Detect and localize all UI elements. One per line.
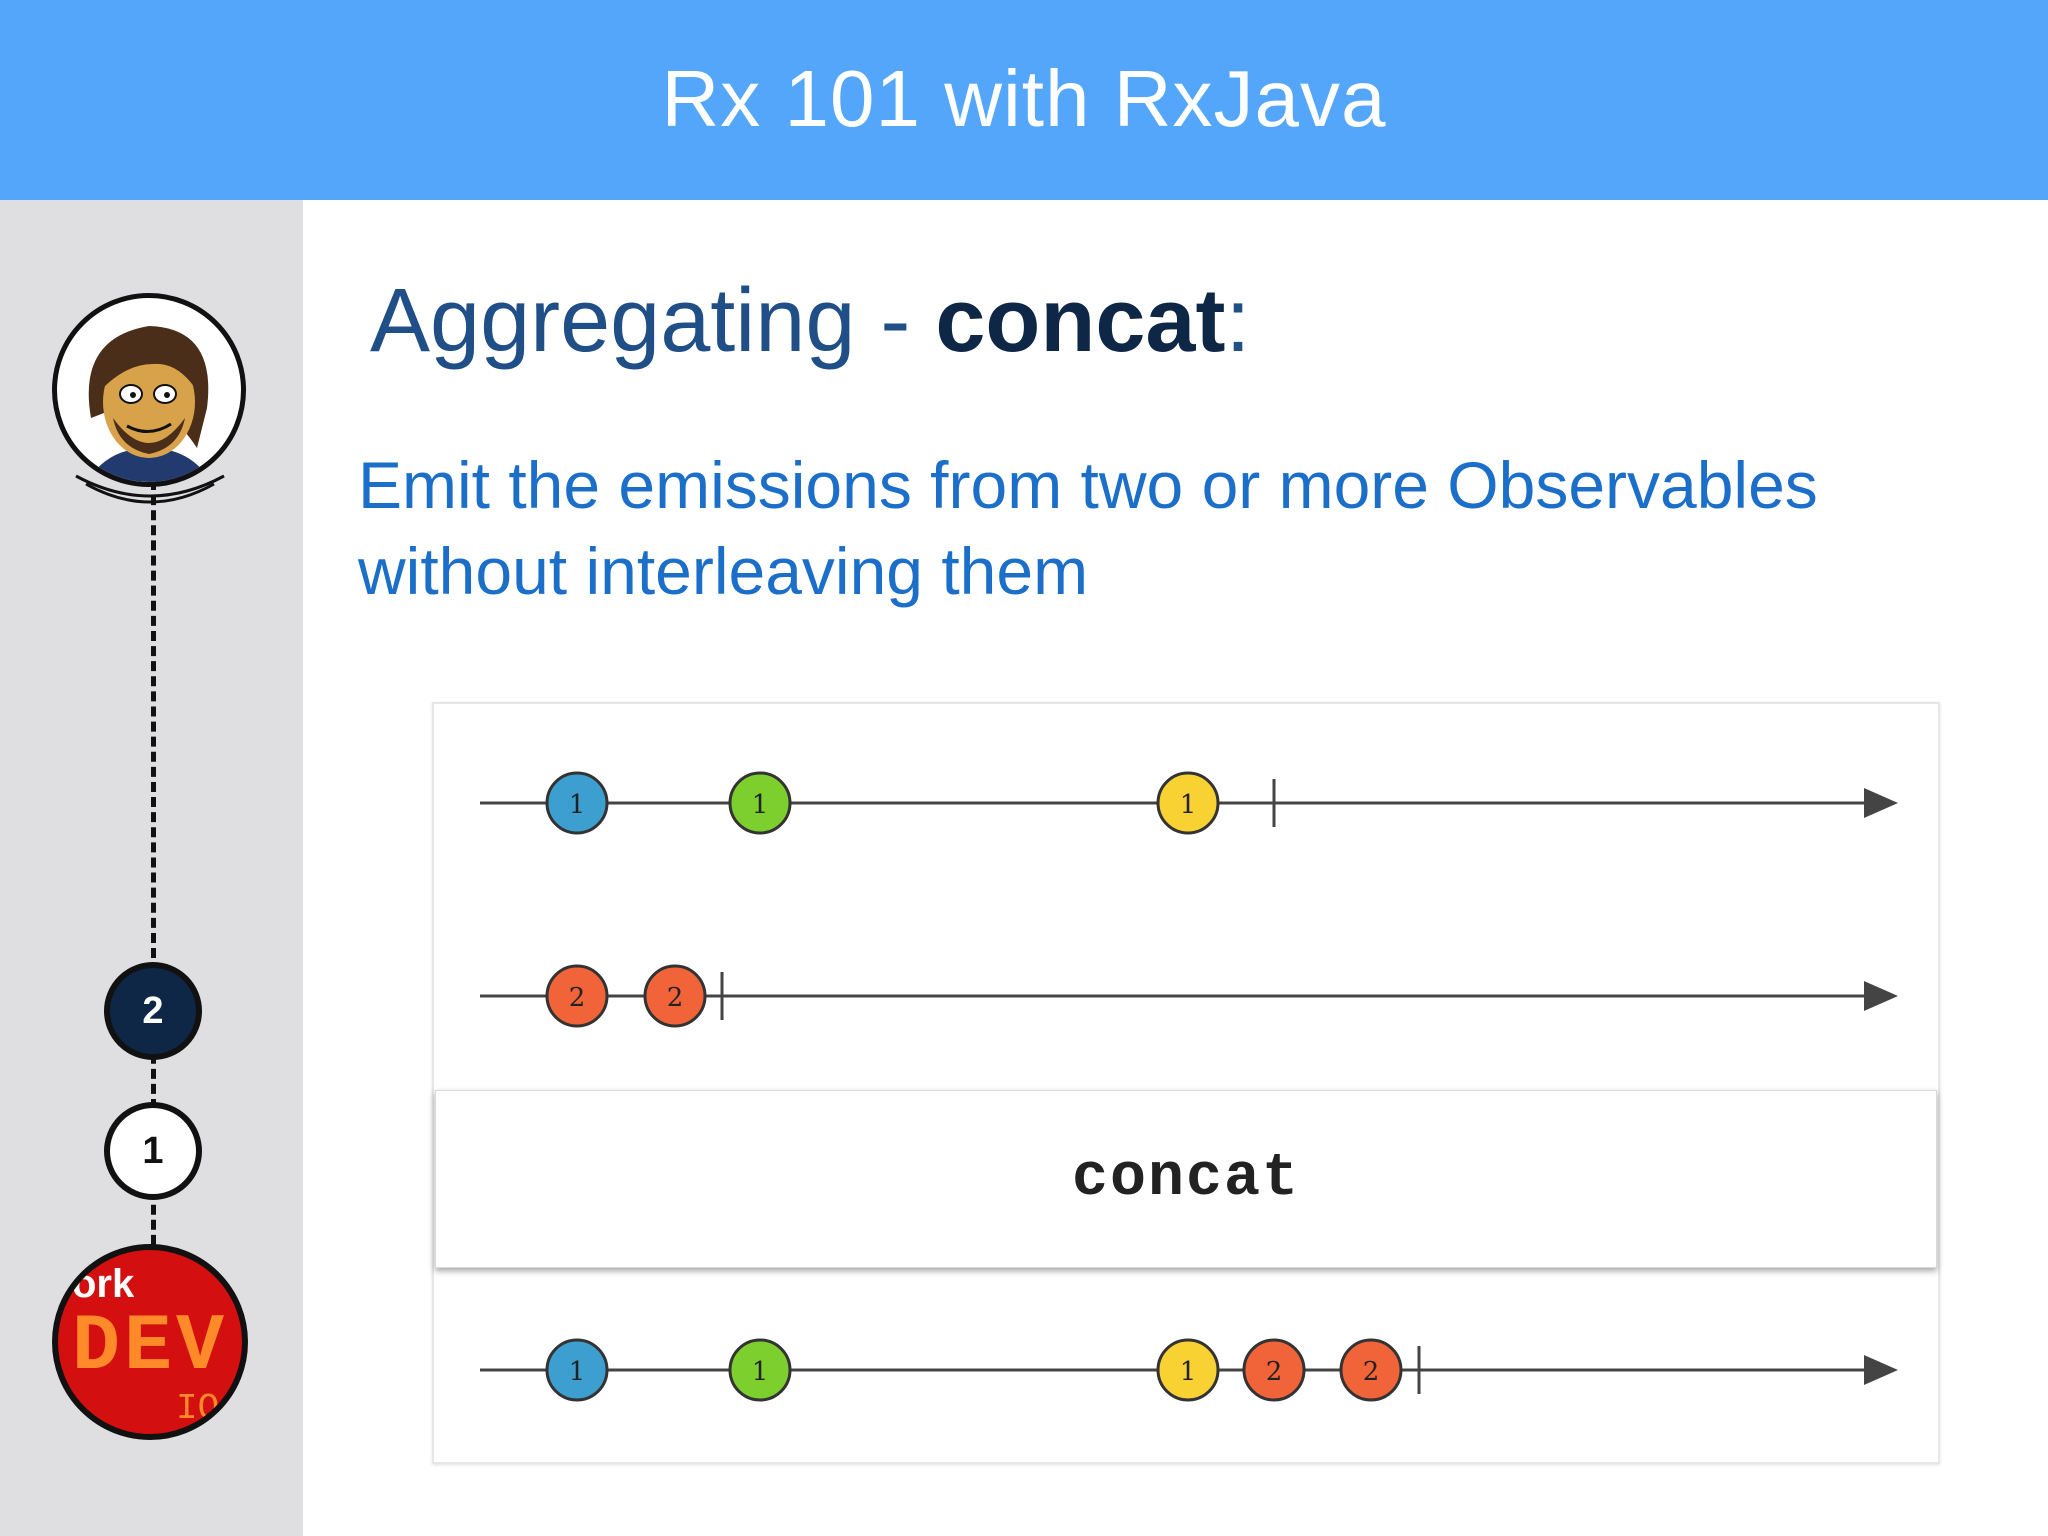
marble-orange-2: 2 [643,964,707,1028]
step-2-current[interactable]: 2 [104,962,202,1060]
logo-text-top: ork [72,1262,135,1306]
title-suffix: : [1225,271,1251,371]
marble-label: 1 [569,790,586,820]
marble-yellow-1: 1 [1156,1338,1220,1402]
marble-label: 1 [569,1357,586,1387]
operator-label: concat [1071,1145,1301,1213]
input-stream-1: 1 1 1 [480,771,1898,835]
slide-description: Emit the emissions from two or more Obse… [358,448,1818,608]
marble-label: 1 [752,1357,769,1387]
progress-timeline [151,480,156,1260]
marble-blue-1: 1 [545,1338,609,1402]
title-prefix: Aggregating - [370,271,936,371]
operator-box: concat [435,1090,1937,1268]
slide-title: Aggregating - concat: [370,270,1250,373]
marble-label: 1 [1180,790,1197,820]
marble-yellow-1: 1 [1156,771,1220,835]
marble-label: 2 [569,983,586,1013]
marble-label: 1 [752,790,769,820]
sound-waves-icon [75,474,225,504]
presentation-title: Rx 101 with RxJava [661,53,1387,143]
arrow-head-icon [1864,981,1898,1011]
marble-orange-2: 2 [1242,1338,1306,1402]
output-stream: 1 1 1 2 2 [480,1338,1898,1402]
marble-label: 2 [667,983,684,1013]
logo-text-main: DEV [72,1302,229,1393]
arrow-head-icon [1864,1355,1898,1385]
step-1-completed[interactable]: 1 [104,1102,202,1200]
marble-orange-2: 2 [545,964,609,1028]
marble-orange-2: 2 [1339,1338,1403,1402]
arrow-head-icon [1864,788,1898,818]
marble-label: 1 [1180,1357,1197,1387]
marble-label: 2 [1266,1357,1283,1387]
marble-blue-1: 1 [545,771,609,835]
title-operator: concat [935,271,1226,371]
speaker-avatar [52,293,246,487]
logo-text-bottom: IO [176,1388,220,1429]
marble-label: 2 [1363,1357,1380,1387]
cork-dev-io-logo: ork DEV IO [52,1244,248,1440]
marble-green-1: 1 [728,1338,792,1402]
slide-header: Rx 101 with RxJava [0,0,2048,200]
marble-green-1: 1 [728,771,792,835]
